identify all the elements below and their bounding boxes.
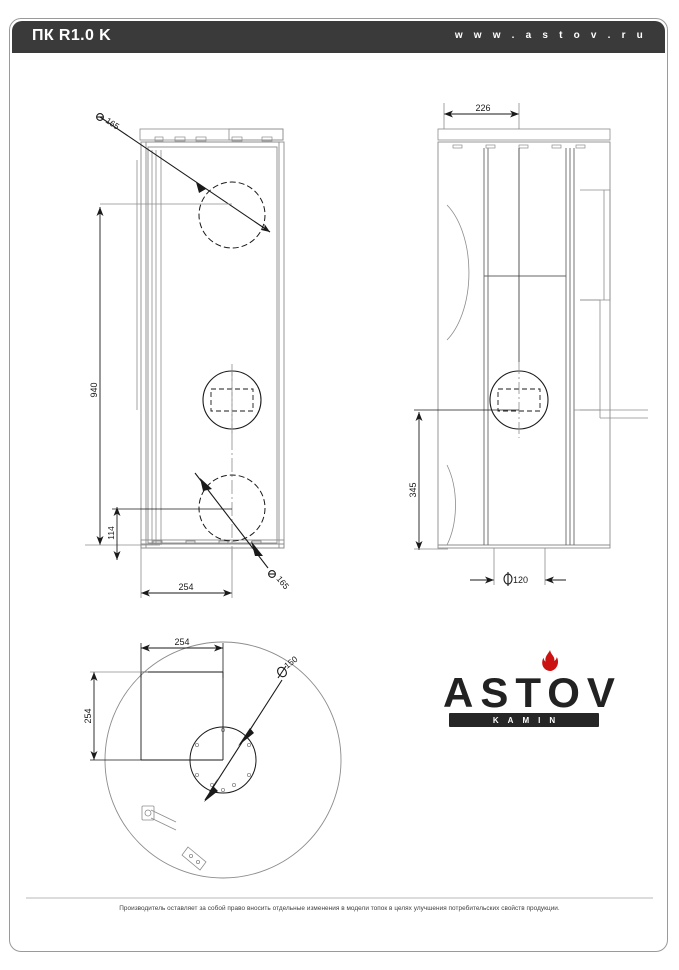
plan-width-label: 254 (174, 637, 189, 647)
side-height-dimension: 345 (408, 409, 519, 550)
diameter-symbol-icon (277, 665, 287, 679)
plan-tab-details (141, 805, 207, 871)
logo-subtitle: KAMIN (492, 716, 565, 725)
side-top-plate (437, 128, 611, 141)
front-middle-opening (202, 364, 262, 436)
logo-wordmark: ASTOV (443, 669, 622, 716)
side-body-outline (437, 141, 611, 549)
front-elevation-view: 165 165 940 114 254 (85, 113, 291, 598)
front-low-height-dimension: 114 (106, 507, 232, 560)
plan-circle-dia-dimension: 150 (204, 654, 300, 802)
front-width-label: 254 (178, 582, 193, 592)
logo-bar (449, 713, 599, 727)
header-bar: ПК R1.0 K w w w . a s t o v . r u (12, 21, 665, 53)
plan-depth-dimension: 254 (83, 671, 148, 761)
front-left-frame (136, 150, 162, 545)
front-width-dimension: 254 (140, 548, 233, 598)
side-inner-frames (483, 148, 575, 545)
front-top-plate (139, 128, 284, 141)
diameter-symbol-icon (503, 572, 513, 586)
front-height-dimension: 940 (85, 203, 232, 546)
page-title: ПК R1.0 K (32, 27, 112, 44)
astov-logo: ASTOV KAMIN (443, 650, 622, 728)
side-top-width-label: 226 (475, 103, 490, 113)
side-ledge (574, 409, 648, 419)
front-bottom-opening (198, 474, 266, 542)
front-top-notches (154, 136, 273, 142)
flame-icon (542, 650, 559, 671)
plan-top-view: 150 254 254 (83, 637, 342, 879)
side-flue-dia-dimension: 120 (470, 548, 566, 586)
side-flue-dia-label: 120 (513, 575, 528, 585)
website-url: w w w . a s t o v . r u (454, 30, 647, 41)
footer-disclaimer: Производитель оставляет за собой право в… (119, 905, 560, 912)
front-low-height-label: 114 (106, 526, 116, 540)
front-height-label: 940 (89, 382, 99, 397)
page-border (9, 18, 668, 952)
side-elevation-view: 226 345 120 (408, 103, 648, 586)
front-dia-bottom-label: 165 (274, 574, 291, 592)
front-top-opening (198, 181, 266, 249)
side-top-notches (452, 144, 586, 149)
plan-square-outline (140, 671, 224, 761)
side-top-width-dimension: 226 (443, 103, 520, 129)
side-door-arcs (446, 204, 470, 546)
side-flue-opening (489, 148, 549, 438)
side-height-label: 345 (408, 482, 418, 497)
side-handle-block (580, 189, 611, 411)
front-dia-top-dimension: 165 (96, 113, 271, 233)
front-base-plinth (140, 539, 285, 549)
plan-depth-label: 254 (83, 708, 93, 723)
